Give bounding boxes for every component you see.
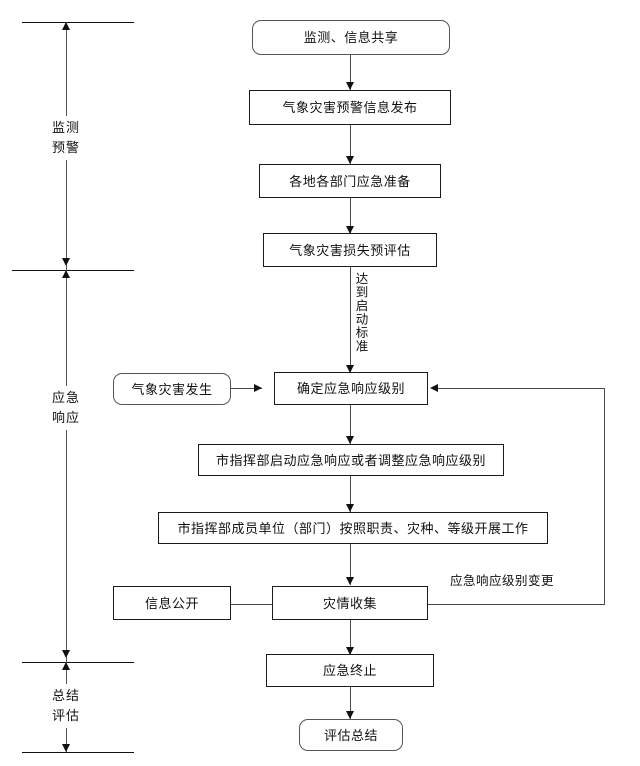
edge-n11-n12-line — [350, 686, 351, 719]
phase-arrow-summary-down — [62, 744, 70, 752]
edge-n4-n6-line — [350, 266, 351, 373]
edge-label-level-change: 应急响应级别变更 — [450, 574, 555, 588]
phase-label-response-line1: 应急 — [51, 390, 80, 405]
node-information-disclosure[interactable]: 信息公开 — [113, 586, 231, 620]
phase-arrow-response-up — [62, 270, 70, 278]
node-label: 灾情收集 — [322, 595, 377, 611]
edge-n2-n3-arrow — [346, 156, 354, 164]
edge-n7-n8-arrow — [346, 504, 354, 512]
edge-feedback-top — [438, 388, 605, 389]
node-city-hq-activate-adjust[interactable]: 市指挥部启动应急响应或者调整应急响应级别 — [198, 444, 504, 476]
phase-tick-top — [22, 22, 134, 23]
phase-label-summary-line1: 总结 — [51, 688, 80, 703]
phase-label-response-line2: 响应 — [51, 410, 80, 425]
node-emergency-termination[interactable]: 应急终止 — [266, 654, 434, 687]
edge-n1-n2-line — [350, 54, 351, 90]
phase-tick-response-summary — [22, 662, 134, 663]
edge-n3-n4-arrow — [346, 226, 354, 234]
phase-label-monitor: 监测 预警 — [36, 116, 96, 160]
edge-label-start-criteria: 达到启动标准 — [353, 272, 368, 353]
node-label: 监测、信息共享 — [303, 30, 399, 45]
phase-arrow-monitor-up — [62, 22, 70, 30]
node-label: 市指挥部成员单位（部门）按照职责、灾种、等级开展工作 — [177, 520, 529, 536]
phase-label-monitor-line1: 监测 — [51, 120, 80, 135]
node-assessment-summary[interactable]: 评估总结 — [299, 719, 403, 751]
node-disaster-occurs[interactable]: 气象灾害发生 — [113, 373, 231, 405]
edge-n2-n3-line — [350, 124, 351, 164]
edge-n7-n8-line — [350, 475, 351, 512]
edge-n5-n6-line — [231, 388, 262, 389]
edge-n3-n4-line — [350, 197, 351, 234]
node-label: 气象灾害预警信息发布 — [282, 100, 418, 115]
node-disaster-data-collection[interactable]: 灾情收集 — [272, 586, 428, 620]
phase-tick-monitor-response — [12, 270, 134, 271]
edge-n10-n11-arrow — [346, 647, 354, 655]
edge-n5-n6-arrow — [254, 384, 262, 392]
node-label: 信息公开 — [144, 595, 199, 611]
edge-n1-n2-arrow — [346, 82, 354, 90]
node-label: 确定应急响应级别 — [296, 381, 405, 396]
node-warning-release[interactable]: 气象灾害预警信息发布 — [249, 90, 451, 125]
edge-feedback-bottom — [428, 604, 604, 605]
edge-n11-n12-arrow — [346, 711, 354, 719]
phase-label-response: 应急 响应 — [36, 386, 96, 430]
edge-n10-n11-line — [350, 620, 351, 655]
edge-n6-n7-line — [350, 404, 351, 444]
edge-feedback-right — [604, 388, 605, 605]
edge-n9-n10-line — [231, 604, 272, 605]
phase-arrow-response-down — [62, 650, 70, 658]
node-local-dept-preparation[interactable]: 各地各部门应急准备 — [259, 164, 441, 198]
node-label: 气象灾害损失预评估 — [289, 242, 411, 258]
phase-label-summary: 总结 评估 — [36, 684, 96, 728]
node-label: 应急终止 — [322, 663, 377, 678]
node-determine-response-level[interactable]: 确定应急响应级别 — [274, 372, 428, 405]
phase-tick-bottom — [22, 752, 134, 753]
edge-n4-n6-arrow — [346, 365, 354, 373]
node-label: 各地各部门应急准备 — [289, 173, 411, 189]
phase-arrow-summary-up — [62, 662, 70, 670]
phase-label-summary-line2: 评估 — [51, 708, 80, 723]
edge-n8-n10-line — [350, 543, 351, 585]
edge-feedback-arrow — [430, 384, 438, 392]
node-label: 评估总结 — [323, 727, 378, 743]
node-monitoring-info-sharing[interactable]: 监测、信息共享 — [252, 20, 450, 55]
node-loss-preassessment[interactable]: 气象灾害损失预评估 — [263, 233, 437, 267]
phase-axis-response — [66, 270, 67, 662]
phase-label-monitor-line2: 预警 — [51, 140, 80, 155]
node-label: 市指挥部启动应急响应或者调整应急响应级别 — [215, 452, 486, 468]
phase-arrow-monitor-down — [62, 258, 70, 266]
node-member-units-duties[interactable]: 市指挥部成员单位（部门）按照职责、灾种、等级开展工作 — [158, 512, 548, 544]
edge-n8-n10-arrow — [346, 577, 354, 585]
node-label: 气象灾害发生 — [131, 381, 213, 397]
edge-n6-n7-arrow — [346, 436, 354, 444]
